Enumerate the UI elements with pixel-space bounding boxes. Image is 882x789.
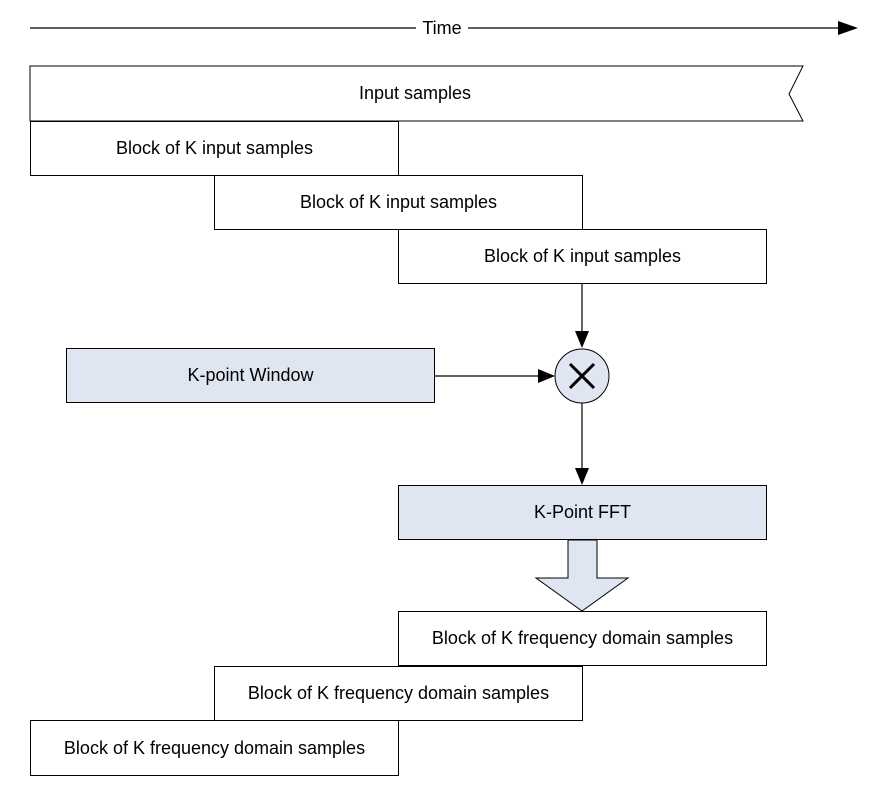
input-samples-shape <box>29 65 804 122</box>
multiplier-cross-b <box>568 362 596 390</box>
window-box: K-point Window <box>66 348 435 403</box>
output-block-1: Block of K frequency domain samples <box>398 611 767 666</box>
time-axis-label: Time <box>416 16 468 40</box>
arrow-block-to-multiplier-head <box>575 331 589 348</box>
output-block-2: Block of K frequency domain samples <box>214 666 583 721</box>
arrow-window-to-multiplier-head <box>538 369 555 383</box>
arrow-multiplier-to-fft-head <box>575 468 589 485</box>
time-axis-arrowhead <box>838 21 858 35</box>
input-samples-label: Input samples <box>358 83 472 103</box>
output-block-3: Block of K frequency domain samples <box>30 720 399 776</box>
fft-output-block-arrow <box>534 539 630 612</box>
input-block-2: Block of K input samples <box>214 175 583 230</box>
input-block-1: Block of K input samples <box>30 121 399 176</box>
fft-box: K-Point FFT <box>398 485 767 540</box>
input-block-3: Block of K input samples <box>398 229 767 284</box>
